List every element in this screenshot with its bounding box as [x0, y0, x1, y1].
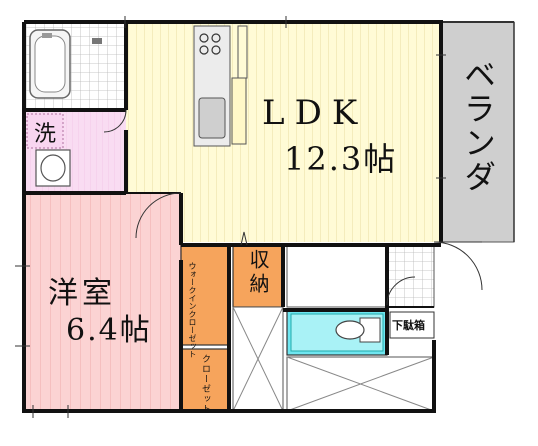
bedroom-size-label: 6.4帖 [66, 313, 152, 348]
washroom-label: 洗 [34, 122, 57, 147]
bedroom-floor [24, 193, 181, 411]
closet-area [180, 348, 230, 412]
shoe-box-area [389, 311, 435, 339]
veranda-label: ベランダ [459, 58, 497, 194]
closet-label: クローゼット [200, 354, 210, 414]
shoe-box-label: 下駄箱 [392, 319, 425, 332]
kitchen-sink [198, 97, 226, 139]
veranda-area [440, 21, 515, 243]
walk-in-closet-label: ウォークインクローゼット [188, 262, 197, 358]
bedroom-name-label: 洋室 [48, 276, 116, 311]
ldk-name-label: LDK [262, 93, 368, 133]
ldk-size-label: 12.3帖 [284, 140, 398, 178]
storage-label: 収納 [246, 249, 270, 297]
walk-in-closet-area [180, 244, 230, 346]
utility-area [286, 244, 388, 308]
